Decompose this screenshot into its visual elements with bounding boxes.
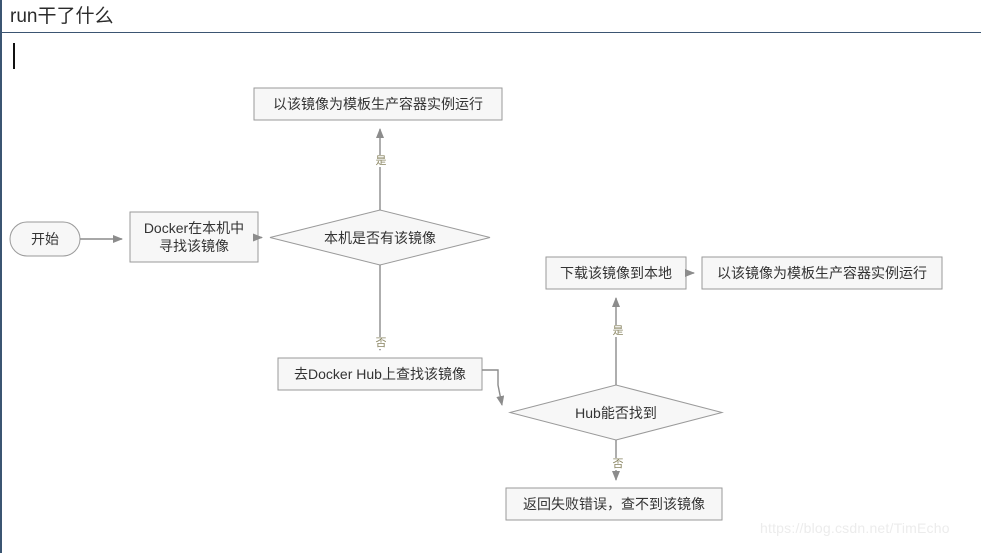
- node-run-local[interactable]: [253, 87, 503, 121]
- edge-label-yes-local: 是: [371, 155, 391, 167]
- node-start[interactable]: [9, 221, 81, 257]
- node-has-local[interactable]: [269, 209, 491, 266]
- text-caret: [13, 43, 15, 69]
- node-search-hub[interactable]: [277, 357, 483, 391]
- page-title: run干了什么: [10, 5, 114, 27]
- flowchart-svg: [9, 87, 943, 521]
- flowchart-canvas[interactable]: 开始 Docker在本机中 寻找该镜像 本机是否有该镜像 以该镜像为模板生产容器…: [2, 33, 981, 553]
- node-fail[interactable]: [505, 487, 723, 521]
- node-run-pulled[interactable]: [701, 256, 943, 290]
- title-bar: run干了什么: [2, 0, 981, 33]
- node-hub-found[interactable]: [508, 384, 724, 441]
- node-search-local[interactable]: [129, 211, 259, 263]
- watermark: https://blog.csdn.net/TimEcho: [760, 520, 950, 536]
- node-download[interactable]: [545, 256, 687, 290]
- edge-label-no-hub: 否: [608, 458, 628, 470]
- edge-search-hub-to-hub-found: [482, 369, 505, 406]
- edge-label-yes-hub: 是: [608, 325, 628, 337]
- edge-label-no-local: 否: [371, 337, 391, 349]
